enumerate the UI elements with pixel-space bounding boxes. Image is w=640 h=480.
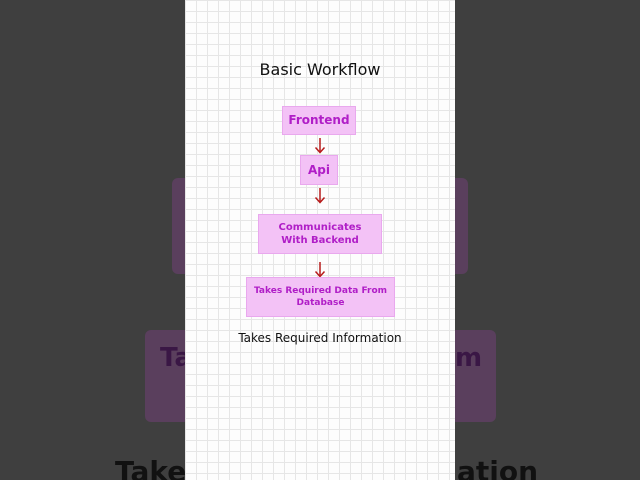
background-node-bottom-left bbox=[145, 330, 190, 422]
node-frontend: Frontend bbox=[282, 106, 356, 135]
background-caption-right: ation bbox=[457, 455, 539, 480]
arrow-down-icon bbox=[314, 188, 326, 204]
diagram-caption: Takes Required Information bbox=[238, 331, 402, 345]
arrow-down-icon bbox=[314, 138, 326, 154]
node-takes-required-data-from-database: Takes Required Data From Database bbox=[246, 277, 395, 317]
arrow-down-icon bbox=[314, 262, 326, 278]
background-text-right: m bbox=[455, 343, 483, 373]
node-api: Api bbox=[300, 155, 338, 185]
node-communicates-with-backend: Communicates With Backend bbox=[258, 214, 382, 254]
diagram-title: Basic Workflow bbox=[259, 60, 381, 79]
background-node-bottom-right bbox=[450, 330, 496, 422]
diagram-panel: Basic Workflow Frontend Api Communicates… bbox=[185, 0, 455, 480]
